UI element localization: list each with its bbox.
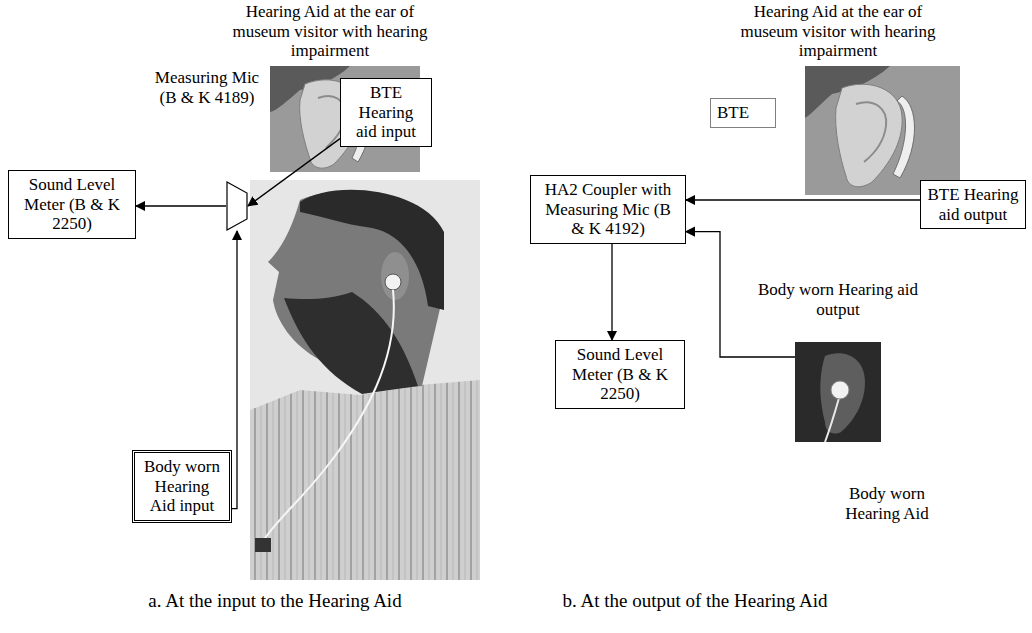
ear-fold: [856, 102, 886, 162]
node-text: Body worn Hearing Aid input: [141, 457, 223, 516]
instrument-box: Sound Level Meter (B & K 2250): [8, 170, 136, 239]
panel-caption: a. At the input to the Hearing Aid: [115, 590, 435, 612]
callout-box: BTE Hearing aid output: [920, 180, 1026, 229]
node-text: Measuring Mic (B & K 4189): [154, 68, 260, 107]
ear: [381, 252, 409, 300]
body-worn-device: [255, 538, 271, 552]
photo-ground: [250, 180, 480, 580]
node-text: HA2 Coupler with Measuring Mic (B & K 41…: [537, 180, 679, 239]
microphone-body: [227, 182, 247, 230]
panel-heading: Hearing Aid at the ear of museum visitor…: [738, 2, 938, 61]
photo-ground: [805, 66, 960, 195]
photo-ground: [795, 342, 881, 442]
ear: [820, 353, 865, 433]
hair: [300, 190, 444, 310]
node-text: Sound Level Meter (B & K 2250): [562, 345, 678, 404]
signal-arrow: [248, 139, 340, 206]
panel-heading: Hearing Aid at the ear of museum visitor…: [232, 2, 428, 61]
signal-arrow: [136, 205, 226, 206]
node-text: BTE Hearing aid input: [347, 83, 425, 142]
node-text: Sound Level Meter (B & K 2250): [15, 175, 129, 234]
instrument-box: Sound Level Meter (B & K 2250): [555, 340, 685, 409]
signal-arrow: [686, 199, 920, 200]
signal-arrow: [232, 231, 237, 509]
ear: [836, 84, 903, 187]
signal-arrow: [611, 244, 612, 340]
callout-box: BTE Hearing aid input: [340, 78, 432, 147]
coupler-box: HA2 Coupler with Measuring Mic (B & K 41…: [530, 175, 686, 244]
node-text: Body worn Hearing aid output: [753, 280, 923, 319]
node-text: Body worn Hearing Aid: [825, 484, 949, 523]
panel-caption: b. At the output of the Hearing Aid: [540, 590, 850, 612]
node-text: BTE Hearing aid output: [927, 185, 1019, 224]
node-text: BTE: [717, 103, 769, 123]
bte-device: [893, 96, 915, 178]
earpiece: [385, 274, 401, 290]
microphone-outline: [226, 181, 248, 231]
ear-photo: Body worn Hearing aid outputBody worn He…: [795, 342, 881, 442]
earpiece: [831, 381, 849, 399]
earpiece-wire: [264, 290, 394, 540]
visitor-photo: [250, 180, 480, 580]
callout-box: Body worn Hearing Aid input: [132, 450, 232, 523]
ear-photo: [795, 342, 881, 442]
tag-box: BTE: [710, 98, 776, 128]
earpiece-wire: [825, 398, 839, 442]
beard: [284, 292, 418, 394]
ear-photo: [805, 66, 960, 195]
microphone-symbol: Measuring Mic (B & K 4189): [226, 181, 248, 231]
